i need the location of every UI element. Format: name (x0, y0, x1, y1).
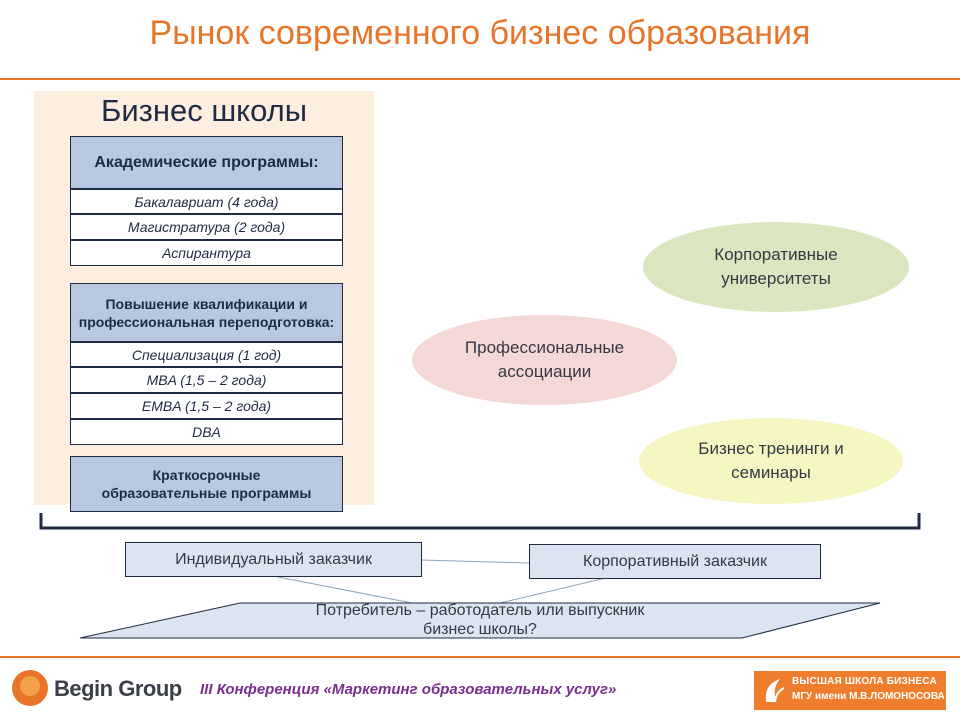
business-trainings-ellipse: Бизнес тренинги и семинары (639, 418, 903, 504)
academic-programs-header: Академические программы: (70, 136, 343, 189)
conference-title: III Конференция «Маркетинг образовательн… (200, 681, 617, 698)
business-schools-heading: Бизнес школы (100, 93, 308, 128)
qualification-item-specialization: Специализация (1 год) (70, 342, 343, 367)
professional-associations-ellipse: Профессиональные ассоциации (412, 315, 677, 405)
corporate-to-consumer-link (499, 576, 611, 604)
begin-group-logo-text: Begin Group (54, 676, 182, 701)
msu-logo-line1: ВЫСШАЯ ШКОЛА БИЗНЕСА (792, 676, 937, 687)
footer-divider (0, 656, 960, 658)
msu-business-school-logo: ВЫСШАЯ ШКОЛА БИЗНЕСА МГУ имени М.В.ЛОМОН… (754, 671, 946, 710)
corporate-universities-ellipse: Корпоративные университеты (643, 222, 909, 312)
academic-item-bachelor: Бакалавриат (4 года) (70, 189, 343, 214)
title-divider (0, 78, 960, 80)
consumer-question-text: Потребитель – работодатель или выпускник… (315, 602, 645, 638)
individual-customer-box: Индивидуальный заказчик (125, 542, 422, 577)
qualification-item-dba: DBA (70, 419, 343, 445)
qualification-header: Повышение квалификации и профессиональна… (70, 283, 343, 342)
qualification-item-mba: MBA (1,5 – 2 года) (70, 367, 343, 393)
msu-logo-line2: МГУ имени М.В.ЛОМОНОСОВА (792, 691, 945, 702)
page-title: Рынок современного бизнес образования (149, 14, 811, 52)
begin-group-logo-icon (12, 670, 48, 706)
individual-to-consumer-link (277, 576, 413, 604)
academic-item-master: Магистратура (2 года) (70, 214, 343, 240)
qualification-item-emba: EMBA (1,5 – 2 года) (70, 393, 343, 419)
short-term-programs-header: Краткосрочные образовательные программы (70, 456, 343, 512)
msu-logo-icon (765, 679, 785, 703)
academic-item-postgraduate: Аспирантура (70, 240, 343, 266)
customers-link (421, 559, 530, 564)
corporate-customer-box: Корпоративный заказчик (529, 544, 821, 579)
grouping-bracket (39, 513, 921, 530)
consumer-trapezoid (79, 602, 881, 639)
